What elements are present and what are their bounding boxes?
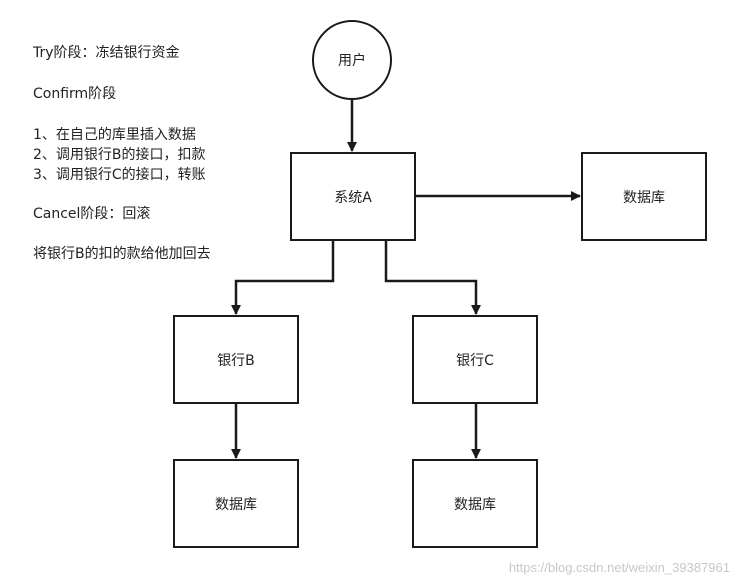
confirm-phase-title: Confirm阶段	[33, 86, 117, 102]
node-database-c: 数据库	[412, 459, 538, 548]
confirm-step-3: 3、调用银行C的接口，转账	[33, 167, 206, 183]
node-bank-b: 银行B	[173, 315, 299, 404]
edge-system-a-to-bank-c	[384, 240, 481, 315]
node-bank-c-label: 银行C	[456, 352, 494, 369]
node-user-label: 用户	[338, 53, 366, 69]
node-bank-b-label: 银行B	[217, 352, 255, 369]
node-system-a-label: 系统A	[334, 189, 372, 206]
watermark: https://blog.csdn.net/weixin_39387961	[508, 560, 730, 575]
node-bank-c: 银行C	[412, 315, 538, 404]
cancel-phase-note: Cancel阶段：回滚	[33, 206, 151, 222]
confirm-step-2: 2、调用银行B的接口，扣款	[33, 147, 206, 163]
node-database-a: 数据库	[581, 152, 707, 241]
node-system-a: 系统A	[290, 152, 416, 241]
cancel-detail-note: 将银行B的扣的款给他加回去	[33, 246, 211, 262]
node-database-b-label: 数据库	[215, 496, 257, 513]
node-database-b: 数据库	[173, 459, 299, 548]
edge-system-a-to-bank-b	[231, 240, 335, 315]
confirm-step-1: 1、在自己的库里插入数据	[33, 127, 196, 143]
node-database-c-label: 数据库	[454, 496, 496, 513]
node-database-a-label: 数据库	[623, 189, 665, 206]
try-phase-note: Try阶段：冻结银行资金	[33, 45, 180, 61]
node-user: 用户	[312, 20, 392, 100]
